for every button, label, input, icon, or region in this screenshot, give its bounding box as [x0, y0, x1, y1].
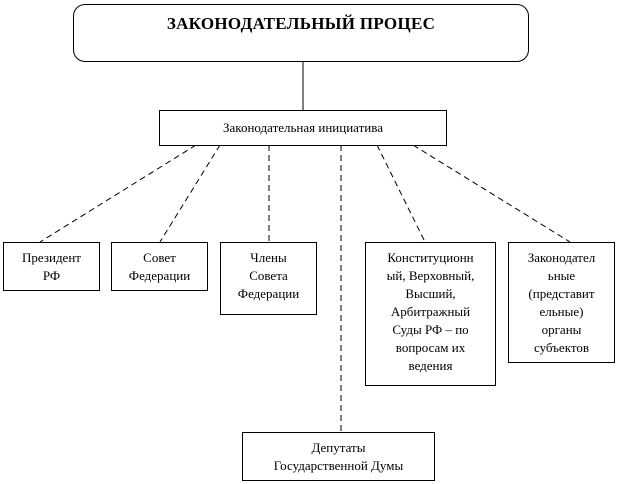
- text-line: ведения: [408, 358, 453, 373]
- text-line: органы: [541, 322, 582, 337]
- connector-regional-legislatures: [412, 144, 571, 243]
- text-line: Федерации: [237, 286, 300, 301]
- text-line: Законодател: [527, 250, 596, 265]
- text-line: ьные: [547, 268, 576, 283]
- text-line: Арбитражный: [390, 304, 471, 319]
- text-line: Государственной Думы: [273, 458, 404, 473]
- text-line: Конституционн: [387, 250, 474, 265]
- text-line: Депутаты: [311, 440, 366, 455]
- diagram-title: ЗАКОНОДАТЕЛЬНЫЙ ПРОЦЕС: [73, 4, 529, 62]
- connector-courts: [376, 144, 426, 243]
- text-line: Федерации: [128, 268, 191, 283]
- diagram-title-text: ЗАКОНОДАТЕЛЬНЫЙ ПРОЦЕС: [166, 14, 436, 33]
- text-line: (представит: [528, 286, 595, 301]
- text-line: вопросам их: [395, 340, 466, 355]
- text-line: ельные): [539, 304, 584, 319]
- regional-legislatures-box: Законодател ьные (представит ельные) органы с…: [508, 242, 615, 363]
- text-line: Совета: [249, 268, 288, 283]
- courts-box: Конституционн ый, Верховный, Высший, Арбитр…: [365, 242, 496, 386]
- legislative-initiative-box: Законодательная инициатива: [159, 110, 447, 146]
- text-line: ый, Верховный,: [386, 268, 475, 283]
- text-line: Совет: [143, 250, 176, 265]
- connector-federation-council: [159, 144, 221, 243]
- text-line: Суды РФ – по: [392, 322, 469, 337]
- text-line: субъектов: [533, 340, 589, 355]
- connector-president: [39, 144, 197, 243]
- legislative-initiative-text: Законодательная инициатива: [223, 120, 383, 135]
- text-line: Члены: [250, 250, 287, 265]
- text-line: Президент: [22, 250, 81, 265]
- text-line: Высший,: [405, 286, 456, 301]
- text-line: РФ: [42, 268, 61, 283]
